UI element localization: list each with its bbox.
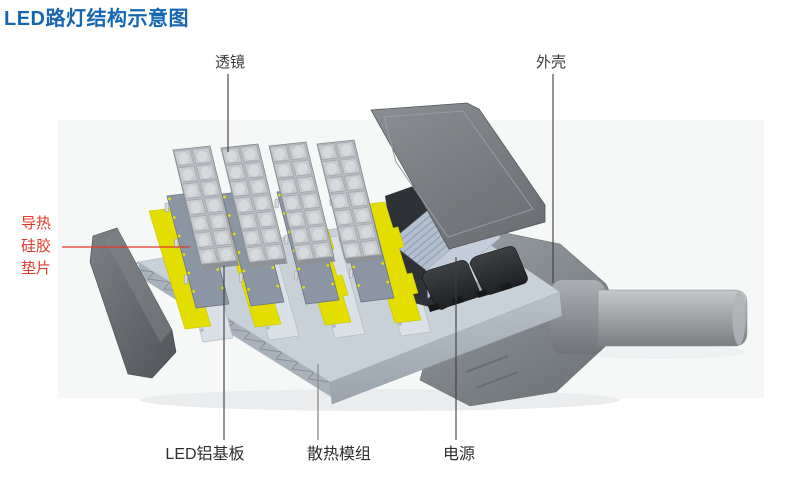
- housing-label: 外壳: [536, 54, 566, 71]
- power-label: 电源: [443, 445, 475, 463]
- thermal-pad-label-line1: 导热: [21, 215, 51, 232]
- thermal-pad-label-line3: 垫片: [21, 260, 51, 277]
- pole-arm-graphic: [597, 289, 748, 347]
- end-cap-graphic: [89, 227, 177, 379]
- pole-collar-graphic: [551, 280, 605, 354]
- led-board-label: LED铝基板: [165, 445, 244, 463]
- lens-label: 透镜: [215, 53, 245, 71]
- thermal-pad-label-line2: 硅胶: [21, 238, 51, 255]
- arm-shadow: [575, 345, 745, 359]
- heatsink-label: 散热模组: [307, 445, 371, 463]
- housing-cover-graphic: [370, 102, 546, 250]
- page-title: LED路灯结构示意图: [4, 8, 189, 30]
